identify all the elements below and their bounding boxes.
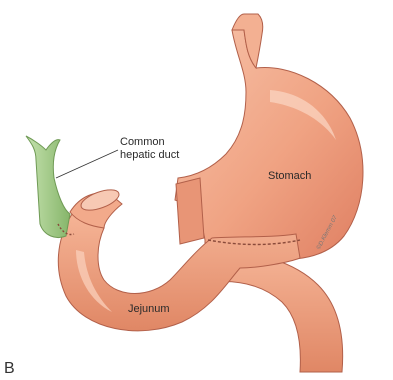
label-line-1: Common	[120, 136, 179, 149]
jejunum-label: Jejunum	[128, 303, 170, 316]
common-hepatic-duct-label: Common hepatic duct	[120, 136, 179, 162]
panel-letter: B	[4, 362, 15, 375]
stomach-label: Stomach	[268, 170, 311, 183]
label-line-2: hepatic duct	[120, 149, 179, 162]
duct-leader-line	[56, 150, 118, 178]
common-hepatic-duct	[26, 136, 70, 238]
gastric-stump	[176, 178, 204, 244]
